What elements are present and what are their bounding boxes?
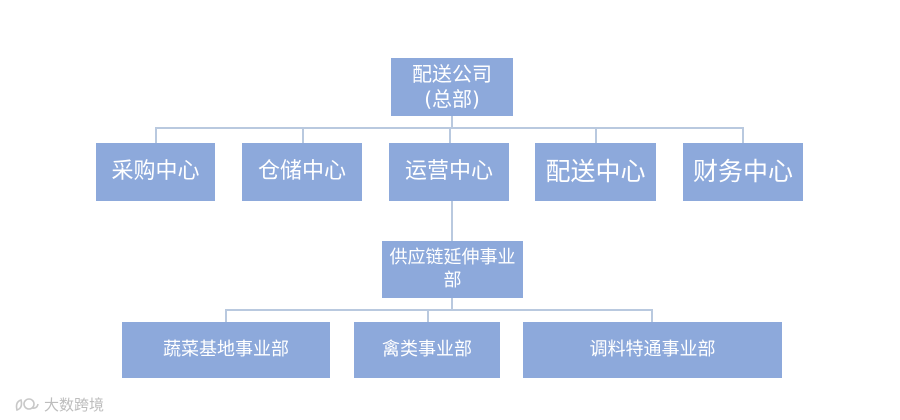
connector-to-ops: [449, 127, 451, 143]
connector-supply-down: [451, 298, 453, 310]
connector-to-warehouse: [302, 127, 304, 143]
node-poultry-division: 禽类事业部: [354, 322, 500, 378]
connector-to-veg: [225, 309, 227, 322]
watermark: 大数跨境: [14, 394, 104, 415]
node-seasoning-division: 调料特通事业部: [523, 322, 782, 378]
watermark-logo-icon: [15, 397, 39, 411]
node-finance-center: 财务中心: [683, 143, 803, 201]
node-headquarters-line1: 配送公司: [412, 62, 492, 86]
connector-divisions-bus: [225, 309, 653, 311]
connector-to-delivery: [595, 127, 597, 143]
connector-ops-to-supply: [451, 201, 453, 241]
connector-to-purchase: [155, 127, 157, 143]
node-operations-center: 运营中心: [389, 143, 509, 201]
watermark-text: 大数跨境: [44, 396, 105, 414]
node-supply-chain-division: 供应链延伸事业部: [382, 241, 523, 298]
node-vegetable-base-division: 蔬菜基地事业部: [122, 322, 330, 378]
node-headquarters-line2: (总部): [424, 87, 480, 111]
node-warehousing-center: 仓储中心: [242, 143, 362, 201]
connector-to-season: [651, 309, 653, 322]
connector-to-finance: [742, 127, 744, 143]
connector-to-poultry: [427, 309, 429, 322]
connector-root-down: [451, 116, 453, 128]
node-headquarters: 配送公司 (总部): [391, 58, 513, 116]
node-delivery-center: 配送中心: [535, 143, 656, 201]
node-purchasing-center: 采购中心: [96, 143, 215, 201]
